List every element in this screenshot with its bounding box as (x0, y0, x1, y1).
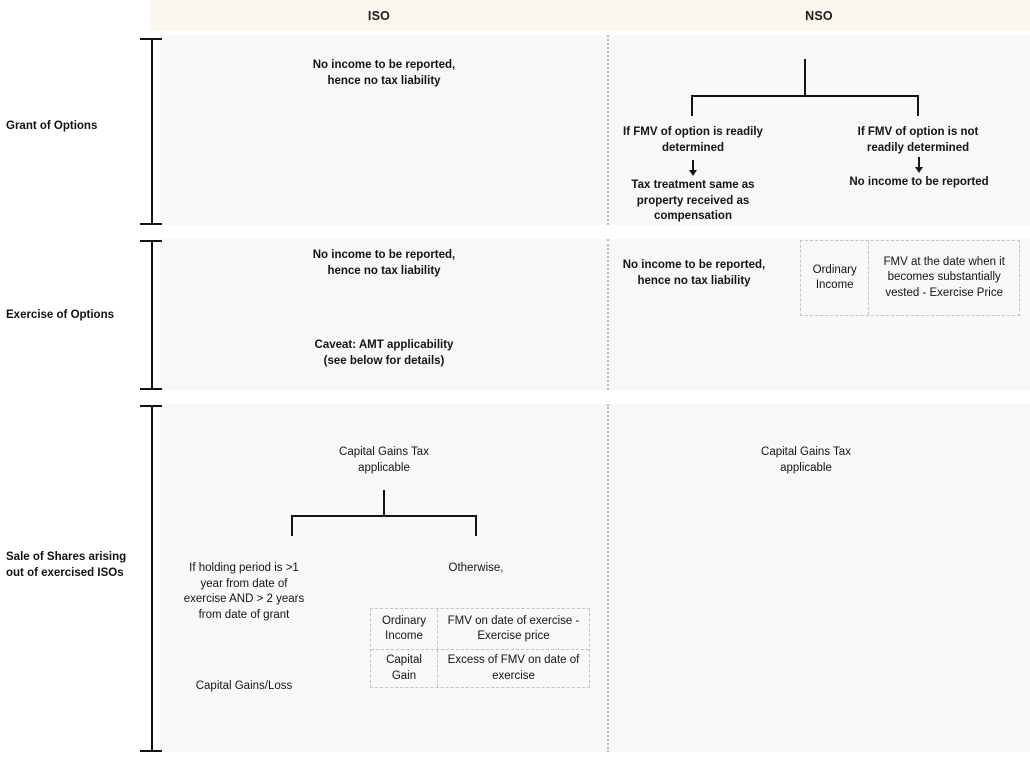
sale-iso-right-drop-line (475, 515, 477, 536)
bracket-cap-bottom (140, 388, 162, 390)
sale-iso-main-text: Capital Gains Tax applicable (339, 446, 429, 474)
bracket-cap-bottom (140, 750, 162, 752)
grant-nso-branch1-arrow-shaft (692, 160, 694, 172)
sale-nso-main-text: Capital Gains Tax applicable (761, 446, 851, 474)
grant-nso-branch2-arrow-head-icon (915, 167, 923, 173)
column-divider-row1 (607, 35, 609, 225)
sale-iso-table-term: Capital Gain (386, 654, 422, 682)
header-band (150, 0, 1030, 31)
sale-iso-table-term-cell: Capital Gain (371, 650, 437, 687)
row-bracket-grant (140, 38, 162, 225)
row-bracket-sale (140, 405, 162, 752)
grant-nso-branch2-condition: If FMV of option is not readily determin… (857, 126, 979, 154)
sale-iso-table-term: Ordinary Income (381, 614, 427, 643)
exercise-nso-table-definition-cell: FMV at the date when it becomes substant… (868, 241, 1019, 315)
grant-nso-crossbar-line (691, 95, 919, 97)
column-header-iso-label: ISO (367, 8, 391, 23)
bracket-cap-bottom (140, 223, 162, 225)
row-panel-grant (160, 35, 1030, 225)
exercise-nso-table-definition: FMV at the date when it becomes substant… (883, 255, 1005, 299)
column-header-iso: ISO (150, 0, 608, 31)
column-divider-row2 (607, 239, 609, 390)
grant-nso-branch1-outcome: Tax treatment same as property received … (631, 179, 755, 222)
sale-iso-branch2-condition: Otherwise, (448, 562, 504, 574)
row-panel-exercise (160, 239, 1030, 390)
grant-nso-left-drop-line (691, 95, 693, 116)
exercise-nso-table-term: Ordinary Income (812, 263, 857, 292)
sale-iso-crossbar-line (291, 515, 477, 517)
sale-iso-branch1-outcome: Capital Gains/Loss (195, 680, 293, 692)
exercise-nso-table-term-cell: Ordinary Income (801, 241, 868, 315)
grant-nso-branch2-arrow-shaft (918, 157, 920, 169)
sale-iso-branch1-condition: If holding period is >1 year from date o… (183, 562, 305, 621)
sale-iso-trunk-line (383, 490, 385, 516)
grant-iso-main-text: No income to be reported, hence no tax l… (312, 59, 456, 87)
bracket-spine (151, 38, 153, 225)
sale-iso-table-row: Capital Gain Excess of FMV on date of ex… (371, 649, 589, 687)
grant-nso-trunk-line (804, 59, 806, 97)
grant-nso-branch2-outcome: No income to be reported (849, 176, 989, 188)
grant-nso-right-drop-line (917, 95, 919, 116)
sale-iso-table-term-cell: Ordinary Income (371, 609, 437, 649)
grant-nso-branch1-condition: If FMV of option is readily determined (623, 126, 763, 154)
exercise-nso-main-text: No income to be reported, hence no tax l… (622, 259, 766, 287)
sale-iso-left-drop-line (291, 515, 293, 536)
sale-iso-table-row: Ordinary Income FMV on date of exercise … (371, 609, 589, 649)
row-label-grant: Grant of Options (6, 120, 98, 132)
exercise-iso-caveat-text: Caveat: AMT applicability (see below for… (314, 339, 454, 367)
sale-iso-table-definition-cell: Excess of FMV on date of exercise (437, 650, 589, 687)
row-bracket-exercise (140, 240, 162, 390)
sale-iso-table-definition: Excess of FMV on date of exercise (447, 654, 580, 682)
row-label-exercise: Exercise of Options (6, 309, 115, 321)
bracket-spine (151, 405, 153, 752)
column-divider-row3 (607, 404, 609, 752)
exercise-iso-main-text: No income to be reported, hence no tax l… (312, 249, 456, 277)
bracket-spine (151, 240, 153, 390)
sale-iso-table-definition: FMV on date of exercise - Exercise price (447, 614, 580, 643)
row-panel-sale (160, 404, 1030, 752)
row-label-sale: Sale of Shares arising out of exercised … (6, 551, 127, 579)
column-header-nso: NSO (608, 0, 1030, 31)
sale-iso-table: Ordinary Income FMV on date of exercise … (370, 608, 590, 688)
grant-nso-branch1-arrow-head-icon (689, 170, 697, 176)
column-header-nso-label: NSO (805, 8, 833, 23)
exercise-nso-table: Ordinary Income FMV at the date when it … (800, 240, 1020, 316)
sale-iso-table-definition-cell: FMV on date of exercise - Exercise price (437, 609, 589, 649)
